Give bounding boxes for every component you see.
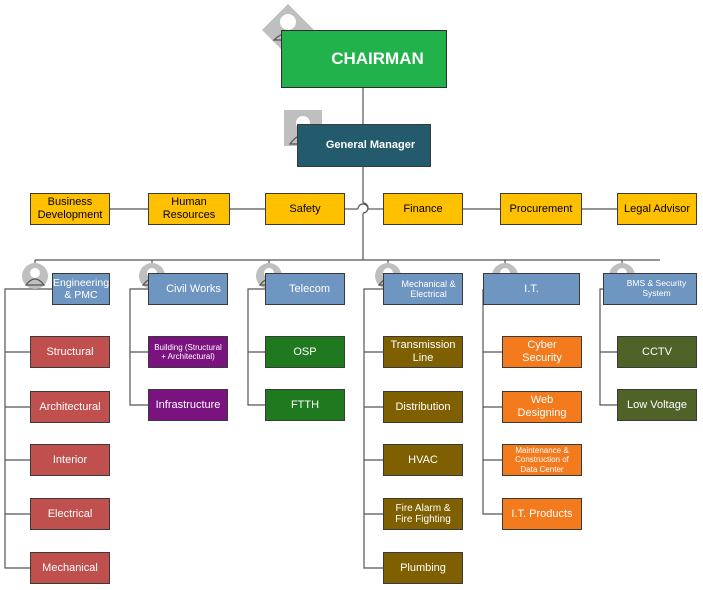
general-manager-label: General Manager — [325, 139, 416, 152]
dept-label: Mechanical & Electrical — [401, 278, 456, 299]
unit-label: Cyber Security — [522, 339, 562, 364]
unit-cyber-security: Cyber Security — [502, 336, 582, 368]
unit-hvac: HVAC — [383, 444, 463, 476]
unit-distribution: Distribution — [383, 391, 463, 423]
unit-architectural: Architectural — [30, 391, 110, 423]
unit-mechanical: Mechanical — [30, 552, 110, 584]
unit-fire-alarm: Fire Alarm & Fire Fighting — [383, 498, 463, 530]
unit-label: FTTH — [290, 398, 320, 411]
unit-label: OSP — [293, 345, 317, 358]
dept-label: BMS & Security System — [626, 278, 687, 298]
dept-civil-works: Civil Works — [148, 273, 228, 305]
unit-label: Plumbing — [400, 561, 446, 574]
unit-label: Maintenance & Construction of Data Cente… — [515, 446, 569, 474]
unit-label: Infrastructure — [155, 398, 221, 411]
staff-procurement: Procurement — [500, 193, 582, 225]
unit-label: I.T. Products — [511, 507, 573, 520]
unit-interior: Interior — [30, 444, 110, 476]
unit-label: Mechanical — [42, 561, 98, 574]
unit-cctv: CCTV — [617, 336, 697, 368]
unit-label: Building (Structural + Architectural) — [154, 342, 222, 361]
staff-business-development: Business Development — [30, 193, 110, 225]
dept-label: Civil Works — [166, 282, 221, 295]
dept-label: Engineering & PMC — [52, 276, 110, 301]
dept-label: I.T. — [524, 282, 539, 295]
staff-human-resources: Human Resources — [148, 193, 230, 225]
dept-telecom: Telecom — [265, 273, 345, 305]
unit-plumbing: Plumbing — [383, 552, 463, 584]
general-manager-box: General Manager — [297, 124, 431, 167]
staff-label: Human Resources — [162, 196, 216, 221]
unit-transmission-line: Transmission Line — [383, 336, 463, 368]
unit-label: HVAC — [408, 453, 438, 466]
unit-label: Interior — [52, 453, 88, 466]
unit-label: Distribution — [395, 400, 451, 413]
unit-label: Electrical — [47, 507, 93, 520]
unit-label: Fire Alarm & Fire Fighting — [395, 502, 451, 526]
unit-ftth: FTTH — [265, 389, 345, 421]
dept-mechanical-electrical: Mechanical & Electrical — [383, 273, 463, 305]
unit-data-center: Maintenance & Construction of Data Cente… — [502, 444, 582, 476]
staff-label: Legal Advisor — [623, 202, 691, 215]
unit-electrical: Electrical — [30, 498, 110, 530]
dept-it: I.T. — [483, 273, 580, 305]
unit-label: Low Voltage — [627, 398, 687, 411]
chairman-label: CHAIRMAN — [331, 49, 424, 69]
dept-bms-security: BMS & Security System — [603, 273, 697, 305]
staff-label: Finance — [403, 202, 443, 215]
staff-safety: Safety — [265, 193, 345, 225]
dept-engineering-pmc: Engineering & PMC — [52, 273, 110, 305]
unit-label: Transmission Line — [390, 339, 456, 364]
staff-finance: Finance — [383, 193, 463, 225]
unit-structural: Structural — [30, 336, 110, 368]
staff-legal-advisor: Legal Advisor — [617, 193, 697, 225]
unit-building: Building (Structural + Architectural) — [148, 336, 228, 368]
dept-label: Telecom — [289, 282, 330, 295]
staff-label: Procurement — [509, 202, 573, 215]
staff-label: Safety — [289, 202, 321, 215]
staff-label: Business Development — [37, 196, 103, 221]
unit-infrastructure: Infrastructure — [148, 389, 228, 421]
unit-it-products: I.T. Products — [502, 498, 582, 530]
dept-avatar-icon — [22, 263, 48, 289]
unit-label: CCTV — [642, 345, 672, 358]
unit-label: Web Designing — [517, 394, 567, 419]
unit-label: Structural — [46, 345, 94, 358]
unit-low-voltage: Low Voltage — [617, 389, 697, 421]
unit-web-designing: Web Designing — [502, 391, 582, 423]
unit-label: Architectural — [39, 400, 101, 413]
chairman-box: CHAIRMAN — [281, 30, 447, 88]
unit-osp: OSP — [265, 336, 345, 368]
